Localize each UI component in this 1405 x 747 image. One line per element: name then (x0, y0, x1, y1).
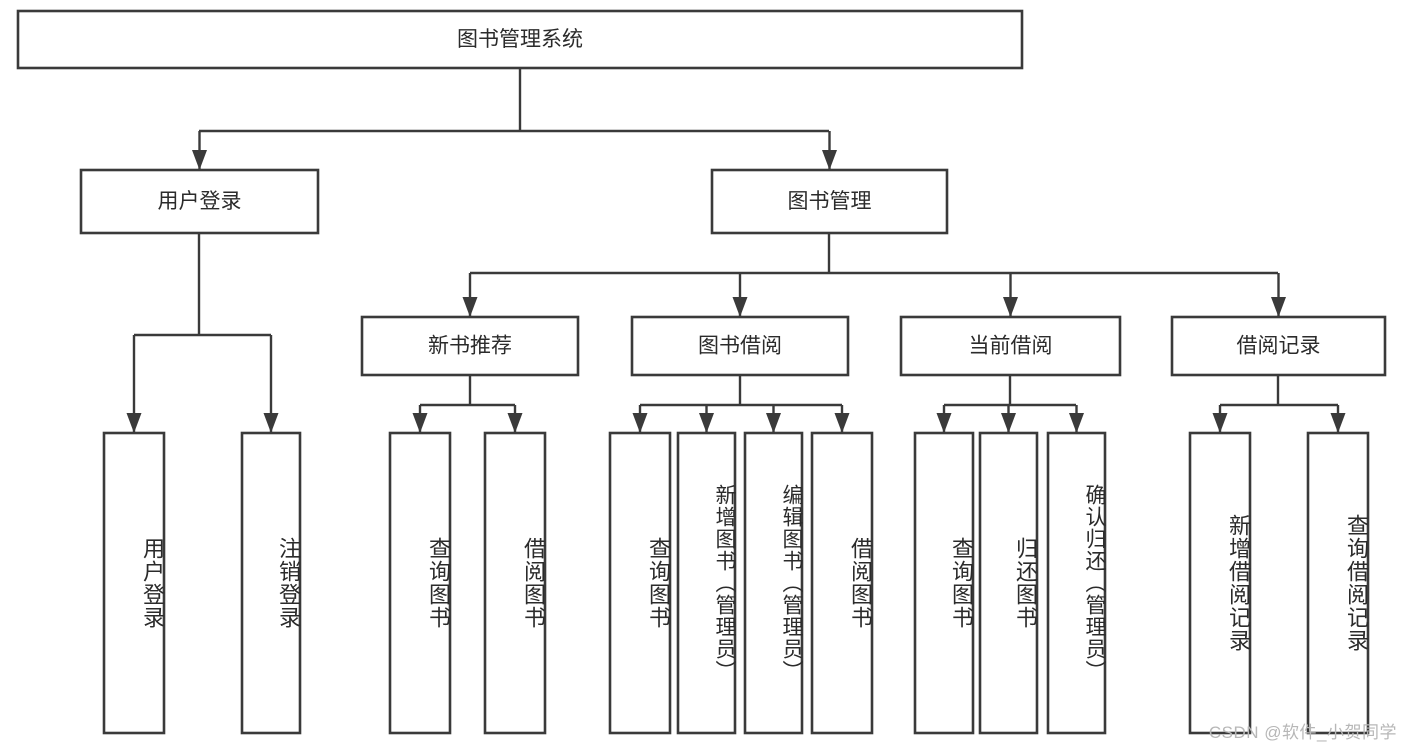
node-root-label: 图书管理系统 (457, 28, 583, 51)
node-current-borrow-box[interactable] (899, 315, 1122, 377)
node-leaf-confirm-return-admin-box[interactable] (1046, 431, 1107, 735)
node-leaf-return-book[interactable] (978, 431, 1039, 735)
arrow-head-leaf-logout-login (263, 413, 279, 433)
node-book-manage-box[interactable] (710, 168, 949, 235)
node-root[interactable]: 图书管理系统 (16, 9, 1024, 70)
arrow-head-user-login (192, 150, 207, 170)
arrow-head-leaf-return-book (1001, 413, 1016, 433)
node-user-login[interactable]: 用户登录 (79, 168, 320, 235)
node-leaf-query-book-rec-box[interactable] (388, 431, 452, 735)
node-leaf-return-book-box[interactable] (978, 431, 1039, 735)
node-new-book-rec-label: 新书推荐 (428, 335, 512, 358)
arrow-head-current-borrow (1003, 297, 1018, 317)
node-new-book-rec-box[interactable] (360, 315, 580, 377)
arrow-head-borrow-record (1271, 297, 1286, 317)
node-current-borrow[interactable]: 当前借阅 (899, 315, 1122, 377)
node-book-borrow-box[interactable] (630, 315, 850, 377)
node-leaf-add-borrow-record[interactable] (1188, 431, 1252, 735)
arrow-head-book-borrow (732, 297, 748, 317)
arrow-head-leaf-edit-book-admin (766, 413, 781, 433)
node-user-login-box[interactable] (79, 168, 320, 235)
arrow-head-leaf-query-book-current (936, 413, 952, 433)
node-leaf-borrow-book-rec[interactable] (483, 431, 547, 735)
node-borrow-record[interactable]: 借阅记录 (1170, 315, 1387, 377)
node-leaf-query-book-borrow-box[interactable] (608, 431, 672, 735)
arrow-head-leaf-borrow-book (834, 413, 850, 433)
node-leaf-add-borrow-record-box[interactable] (1188, 431, 1252, 735)
node-leaf-borrow-book-box[interactable] (810, 431, 874, 735)
edges-layer (126, 68, 1346, 433)
node-book-borrow-label: 图书借阅 (698, 335, 782, 358)
node-leaf-borrow-book[interactable] (810, 431, 874, 735)
node-user-login-label: 用户登录 (158, 190, 242, 213)
node-leaf-edit-book-admin[interactable] (743, 431, 804, 735)
arrow-head-leaf-add-book-admin (699, 413, 714, 433)
node-new-book-rec[interactable]: 新书推荐 (360, 315, 580, 377)
node-book-manage[interactable]: 图书管理 (710, 168, 949, 235)
node-current-borrow-label: 当前借阅 (969, 335, 1053, 358)
arrow-head-leaf-borrow-book-rec (507, 413, 523, 433)
node-leaf-query-book-rec[interactable] (388, 431, 452, 735)
node-leaf-query-book-current-box[interactable] (913, 431, 975, 735)
node-leaf-confirm-return-admin[interactable] (1046, 431, 1107, 735)
node-leaf-query-borrow-record[interactable] (1306, 431, 1370, 735)
node-leaf-query-book-current[interactable] (913, 431, 975, 735)
node-borrow-record-label: 借阅记录 (1237, 335, 1321, 358)
node-leaf-logout-login-box[interactable] (240, 431, 302, 735)
arrow-head-leaf-query-book-rec (412, 413, 428, 433)
node-leaf-add-book-admin-box[interactable] (676, 431, 737, 735)
node-book-manage-label: 图书管理 (788, 190, 872, 213)
arrow-head-leaf-user-login (126, 413, 142, 433)
arrow-head-leaf-query-book-borrow (632, 413, 648, 433)
watermark-text: CSDN @软件_小贺同学 (1208, 723, 1397, 742)
arrow-head-new-book-rec (462, 297, 478, 317)
node-leaf-query-borrow-record-box[interactable] (1306, 431, 1370, 735)
arrow-head-leaf-add-borrow-record (1212, 413, 1228, 433)
node-borrow-record-box[interactable] (1170, 315, 1387, 377)
node-root-box[interactable] (16, 9, 1024, 70)
arrow-head-book-manage (822, 150, 837, 170)
node-leaf-logout-login[interactable] (240, 431, 302, 735)
node-book-borrow[interactable]: 图书借阅 (630, 315, 850, 377)
node-leaf-add-book-admin[interactable] (676, 431, 737, 735)
node-leaf-query-book-borrow[interactable] (608, 431, 672, 735)
node-leaf-user-login[interactable] (102, 431, 166, 735)
node-leaf-user-login-box[interactable] (102, 431, 166, 735)
node-leaf-edit-book-admin-box[interactable] (743, 431, 804, 735)
node-leaf-borrow-book-rec-box[interactable] (483, 431, 547, 735)
arrow-head-leaf-query-borrow-record (1330, 413, 1346, 433)
arrow-head-leaf-confirm-return-admin (1069, 413, 1084, 433)
